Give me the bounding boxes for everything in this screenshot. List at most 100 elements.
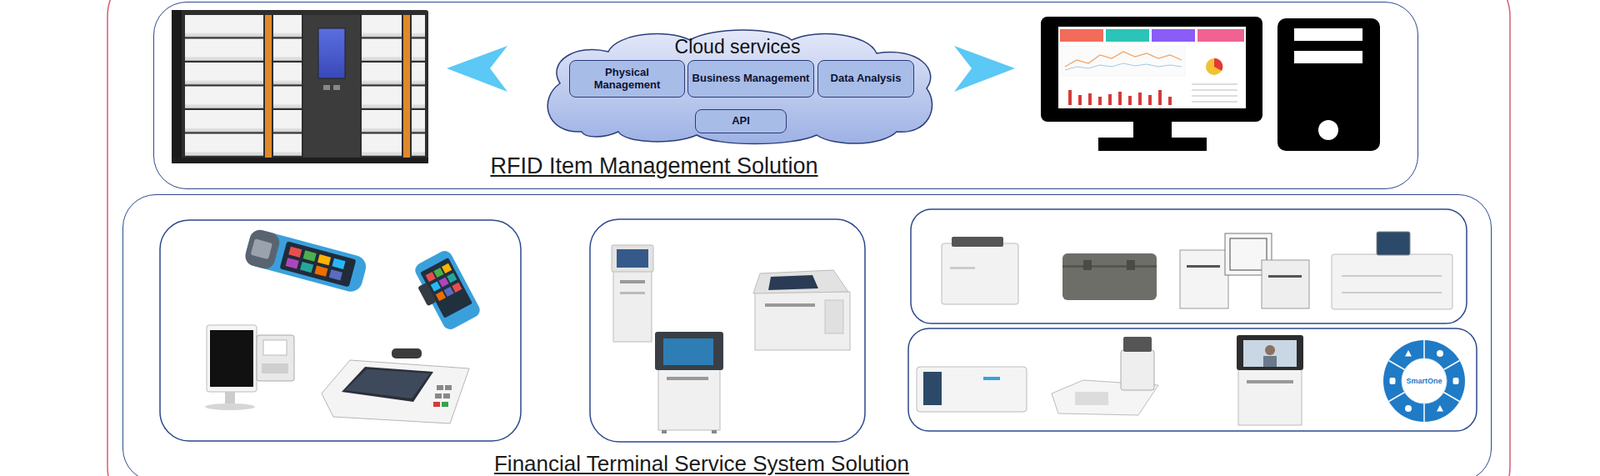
logo-ring-shape bbox=[1423, 403, 1425, 422]
logo-ring-shape bbox=[1405, 350, 1412, 357]
handheld-pos bbox=[243, 227, 369, 295]
service-terminal bbox=[1265, 345, 1275, 355]
cash-processing-machine bbox=[1126, 260, 1135, 270]
outer-frame bbox=[107, 0, 1510, 476]
atm-machine bbox=[616, 249, 649, 268]
handheld-pos bbox=[446, 272, 457, 283]
cash-processing-machine bbox=[1186, 265, 1220, 268]
cloud-outline bbox=[547, 30, 932, 145]
monitor-illustration bbox=[1061, 45, 1185, 76]
logo-ring-shape bbox=[1423, 340, 1425, 359]
countertop-pos bbox=[321, 348, 470, 424]
monitor-illustration bbox=[1088, 93, 1092, 105]
locker-illustration bbox=[333, 85, 340, 90]
group-frame bbox=[908, 328, 1477, 431]
cash-processing-machine bbox=[1268, 275, 1302, 278]
handheld-pos bbox=[331, 258, 345, 270]
locker-illustration bbox=[171, 157, 429, 164]
logo-ring-shape bbox=[1389, 360, 1405, 370]
monitor-illustration bbox=[1191, 83, 1238, 85]
cash-processing-machine bbox=[1261, 260, 1310, 309]
monitor-illustration bbox=[1133, 121, 1172, 139]
atm-machine bbox=[768, 275, 819, 290]
monitor-illustration bbox=[1118, 91, 1122, 105]
logo-ring-shape bbox=[1401, 358, 1447, 404]
atm-machine bbox=[753, 270, 849, 294]
atm-machine bbox=[658, 366, 720, 430]
handheld-pos bbox=[444, 286, 455, 297]
monitor-illustration bbox=[1148, 95, 1152, 105]
flow-arrow bbox=[446, 45, 508, 92]
module-label: API bbox=[731, 115, 750, 128]
monitor-illustration bbox=[1060, 29, 1104, 42]
monitor-illustration bbox=[1098, 96, 1102, 105]
monitor-illustration bbox=[1168, 96, 1172, 105]
monitor-illustration bbox=[1158, 90, 1162, 105]
cash-processing-machine bbox=[1062, 265, 1157, 268]
cloud-shape: Cloud servicesPhysical ManagementBusines… bbox=[541, 31, 935, 144]
cash-processing-machine bbox=[1341, 291, 1442, 294]
logo-ring-shape bbox=[1443, 360, 1460, 370]
atm-machine bbox=[666, 376, 709, 380]
cloud-title: Cloud services bbox=[675, 36, 801, 58]
handheld-pos bbox=[433, 267, 444, 278]
module-box: API bbox=[695, 109, 787, 134]
cash-processing-machine bbox=[1331, 254, 1453, 310]
atm-machine bbox=[655, 331, 724, 370]
module-label: Data Analysis bbox=[830, 72, 902, 85]
cash-processing-machine bbox=[1341, 275, 1442, 277]
service-terminal bbox=[1238, 366, 1302, 425]
desktop-kiosk bbox=[206, 325, 257, 392]
monitor-illustration bbox=[1065, 63, 1182, 70]
locker-illustration bbox=[403, 15, 410, 158]
monitor-illustration bbox=[1040, 16, 1263, 122]
countertop-pos bbox=[436, 385, 444, 390]
cash-processing-machine bbox=[951, 236, 1004, 247]
monitor-illustration bbox=[1191, 89, 1238, 91]
handheld-pos bbox=[435, 290, 446, 301]
desktop-kiosk bbox=[210, 330, 254, 387]
monitor-illustration bbox=[1191, 100, 1238, 103]
countertop-pos bbox=[341, 366, 434, 402]
group-frame bbox=[910, 209, 1467, 324]
atm-machine bbox=[620, 280, 645, 284]
countertop-pos bbox=[345, 369, 430, 399]
group-frame bbox=[160, 220, 521, 441]
cash-processing-machine bbox=[950, 266, 975, 270]
countertop-pos bbox=[445, 385, 452, 390]
flow-arrow bbox=[954, 45, 1015, 92]
handheld-pos bbox=[303, 250, 317, 261]
service-terminal bbox=[1246, 380, 1294, 384]
tower-illustration bbox=[1294, 28, 1363, 41]
handheld-pos bbox=[243, 227, 282, 271]
solution-panel: RFID Item Management Solution Cloud servi… bbox=[153, 1, 1419, 190]
tower-illustration bbox=[1294, 50, 1363, 64]
cash-processing-machine bbox=[1083, 260, 1092, 270]
tower-illustration bbox=[1277, 18, 1380, 151]
service-terminal bbox=[1123, 336, 1152, 352]
monitor-illustration bbox=[1205, 58, 1223, 75]
logo-ring-shape bbox=[1443, 392, 1460, 402]
handheld-pos bbox=[430, 281, 441, 292]
handheld-pos bbox=[280, 240, 357, 287]
cash-processing-machine bbox=[1230, 238, 1267, 270]
module-label: Physical Management bbox=[573, 66, 681, 92]
section-heading: RFID Item Management Solution bbox=[490, 154, 818, 180]
cash-processing-machine bbox=[1376, 231, 1410, 255]
logo-ring-shape bbox=[1436, 350, 1444, 357]
monitor-illustration bbox=[1151, 29, 1195, 42]
service-terminal bbox=[1120, 350, 1155, 390]
monitor-illustration bbox=[1105, 29, 1150, 42]
atm-machine bbox=[613, 268, 652, 342]
service-terminal bbox=[1263, 355, 1277, 367]
desktop-kiosk bbox=[205, 325, 295, 410]
monitor-illustration bbox=[1065, 51, 1182, 67]
atm-machine bbox=[611, 245, 850, 434]
section-heading: Financial Terminal Service System Soluti… bbox=[494, 451, 910, 476]
handheld-pos bbox=[408, 248, 483, 335]
locker-illustration bbox=[323, 85, 330, 90]
monitor-illustration bbox=[1098, 137, 1207, 151]
module-box: Data Analysis bbox=[817, 60, 915, 98]
service-terminal bbox=[983, 376, 1000, 380]
atm-machine bbox=[825, 300, 844, 334]
